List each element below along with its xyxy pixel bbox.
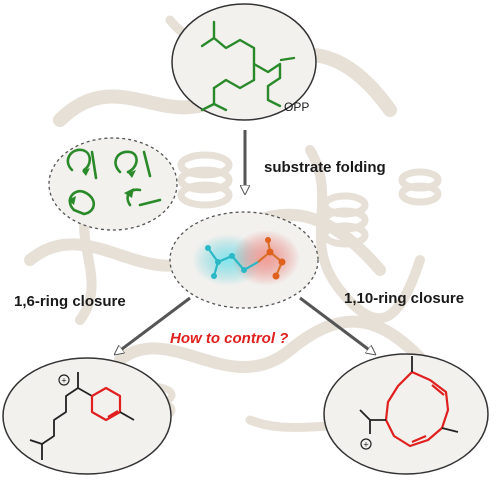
substrate-label: OPP <box>284 100 309 114</box>
substrate-molecule-icon <box>200 20 296 112</box>
substrate-ellipse <box>171 3 317 121</box>
ring16-arrow <box>118 296 191 352</box>
folding-modes-ellipse <box>48 137 178 231</box>
cation-symbol-right-icon: + <box>360 438 372 450</box>
product-right-substituents <box>359 356 459 434</box>
product-right-ellipse <box>323 353 489 475</box>
question-how-to-control: How to control ? <box>170 330 288 347</box>
cation-symbol-icon: + <box>58 374 70 386</box>
product-left-ellipse <box>2 357 172 475</box>
folding-arrows-icon <box>66 148 162 216</box>
product-left-methyl <box>119 411 135 421</box>
cation-right-symbol: + <box>363 440 368 450</box>
product-right-ring-icon <box>384 370 450 448</box>
step-ring16-closure: 1,6-ring closure <box>14 293 126 310</box>
product-left-chain-icon <box>29 372 93 460</box>
enzyme-pocket-icon <box>192 230 300 286</box>
step-substrate-folding: substrate folding <box>264 159 386 176</box>
cation-left-symbol: + <box>61 376 66 386</box>
folding-arrowheads-icon <box>68 168 136 205</box>
step-ring110-closure: 1,10-ring closure <box>344 290 464 307</box>
ring110-arrow <box>299 296 372 352</box>
